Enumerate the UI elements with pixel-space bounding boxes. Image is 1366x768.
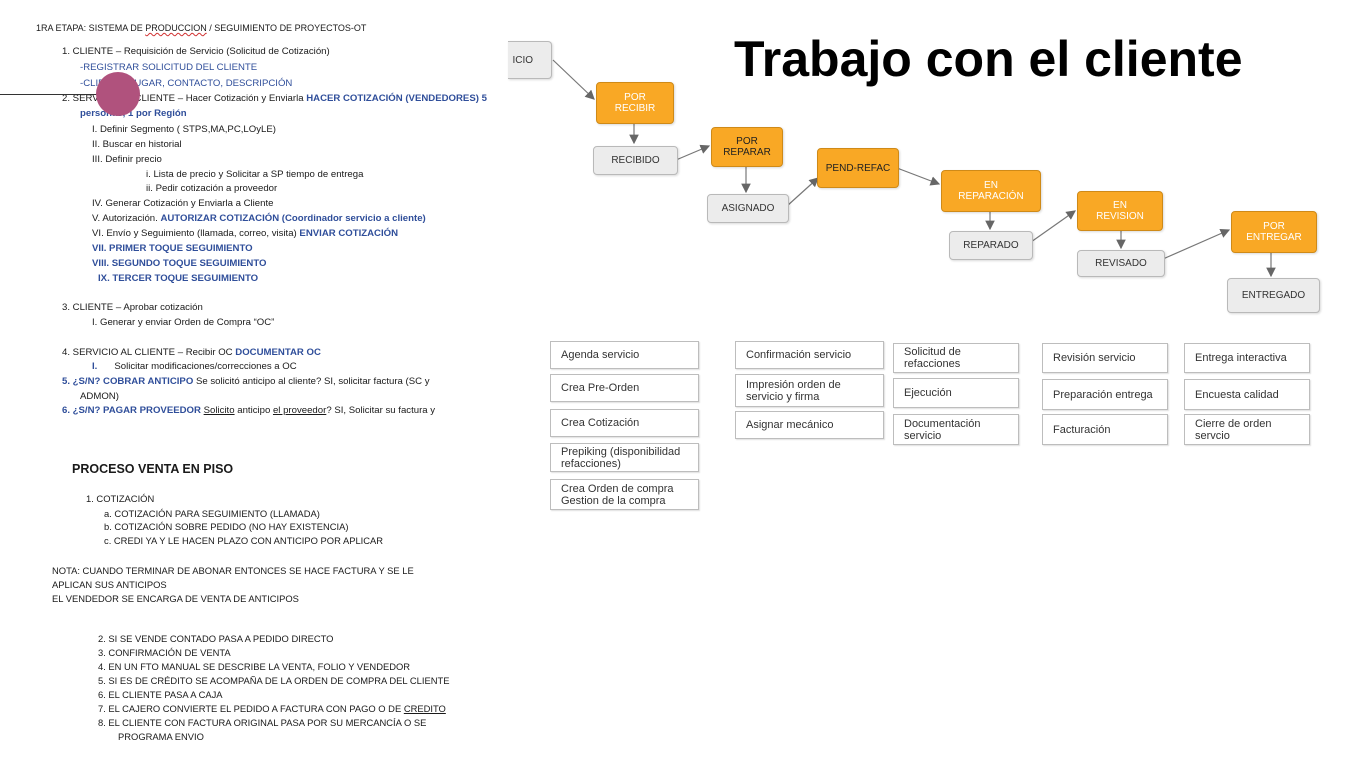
- task-ejecucion: Ejecución: [893, 378, 1019, 408]
- venta-7: 7. EL CAJERO CONVIERTE EL PEDIDO A FACTU…: [98, 703, 446, 715]
- step-6-word1: Solicito: [203, 405, 235, 416]
- nota-line-3: EL VENDEDOR SE ENCARGA DE VENTA DE ANTIC…: [52, 593, 299, 604]
- venta-7-text: 7. EL CAJERO CONVIERTE EL PEDIDO A FACTU…: [98, 703, 404, 714]
- step-2-v-blue: AUTORIZAR COTIZACIÓN (Coordinador servic…: [160, 213, 426, 224]
- task-documentacion-servicio: Documentación servicio: [893, 414, 1019, 445]
- step-2-ix: IX. TERCER TOQUE SEGUIMIENTO: [98, 273, 259, 284]
- step-1b: -CLIENTE, LUGAR, CONTACTO, DESCRIPCIÓN: [80, 78, 293, 89]
- flow-node-por-entregar: POR ENTREGAR: [1231, 211, 1317, 253]
- task-entrega-interactiva: Entrega interactiva: [1184, 343, 1310, 373]
- step-2-iv: IV. Generar Cotización y Enviarla a Clie…: [92, 198, 274, 209]
- task-asignar-mecanico: Asignar mecánico: [735, 411, 884, 439]
- step-3: 3. CLIENTE – Aprobar cotización: [62, 302, 203, 313]
- step-5-text: Se solicitó anticipo al cliente? SI, sol…: [193, 376, 430, 387]
- step-4-i-num: I.: [92, 361, 98, 372]
- task-cierre-orden: Cierre de orden servcio: [1184, 414, 1310, 445]
- step-5-blue: 5. ¿S/N? COBRAR ANTICIPO: [62, 376, 194, 387]
- nota-line-2: APLICAN SUS ANTICIPOS: [52, 579, 167, 590]
- step-2-ii: II. Buscar en historial: [92, 139, 182, 150]
- step-6-mid: anticipo: [234, 405, 273, 416]
- step-1: 1. CLIENTE – Requisición de Servicio (So…: [62, 46, 330, 57]
- step-2-vi-text: VI. Envío y Seguimiento (llamada, correo…: [92, 228, 300, 239]
- step-5b: ADMON): [80, 391, 119, 402]
- step-2-v-text: V. Autorización.: [92, 213, 161, 224]
- step-2-iii: III. Definir precio: [92, 154, 162, 165]
- doc-header: 1RA ETAPA: SISTEMA DE PRODUCCION / SEGUI…: [36, 22, 366, 34]
- step-2-v: V. Autorización. AUTORIZAR COTIZACIÓN (C…: [92, 213, 426, 225]
- task-facturacion: Facturación: [1042, 414, 1168, 445]
- venta-1a: a. COTIZACIÓN PARA SEGUIMIENTO (LLAMADA): [104, 508, 320, 519]
- page-title: Trabajo con el cliente: [734, 31, 1243, 87]
- flow-node-por-reparar: POR REPARAR: [711, 127, 783, 167]
- step-6-text: ? SI, Solicitar su factura y: [326, 405, 436, 416]
- task-impresion-orden: Impresión orden de servicio y firma: [735, 374, 884, 407]
- step-2-vi: VI. Envío y Seguimiento (llamada, correo…: [92, 228, 398, 240]
- flow-node-pend-refac: PEND-REFAC: [817, 148, 899, 188]
- step-2-iii-a: i. Lista de precio y Solicitar a SP tiem…: [146, 169, 364, 180]
- step-4-i-text: Solicitar modificaciones/correcciones a …: [114, 361, 297, 372]
- venta-4: 4. EN UN FTO MANUAL SE DESCRIBE LA VENTA…: [98, 661, 411, 672]
- task-prepiking: Prepiking (disponibilidad refacciones): [550, 443, 699, 472]
- task-agenda-servicio: Agenda servicio: [550, 341, 699, 369]
- step-2-text: 2. SERVICIO AL CLIENTE – Hacer Cotizació…: [62, 93, 307, 104]
- venta-1c: c. CREDI YA Y LE HACEN PLAZO CON ANTICIP…: [104, 535, 384, 546]
- task-solicitud-refacciones: Solicitud de refacciones: [893, 343, 1019, 373]
- venta-5: 5. SI ES DE CRÉDITO SE ACOMPAÑA DE LA OR…: [98, 675, 450, 686]
- flow-node-revisado: REVISADO: [1077, 250, 1165, 277]
- task-revision-servicio: Revisión servicio: [1042, 343, 1168, 373]
- flow-node-entregado: ENTREGADO: [1227, 278, 1320, 313]
- venta-7-word: CREDITO: [403, 703, 446, 714]
- venta-8: 8. EL CLIENTE CON FACTURA ORIGINAL PASA …: [98, 717, 427, 728]
- nota-line-1: NOTA: CUANDO TERMINAR DE ABONAR ENTONCES…: [52, 565, 414, 576]
- venta-3: 3. CONFIRMACIÓN DE VENTA: [98, 647, 231, 658]
- step-2-blue: HACER COTIZACIÓN (VENDEDORES) 5: [306, 93, 487, 104]
- step-2-i: I. Definir Segmento ( STPS,MA,PC,LOyLE): [92, 124, 276, 135]
- header-text-post: / SEGUIMIENTO DE PROYECTOS-OT: [206, 23, 367, 33]
- step-2-iii-b: ii. Pedir cotización a proveedor: [146, 183, 278, 194]
- venta-title: PROCESO VENTA EN PISO: [72, 462, 234, 476]
- header-word: PRODUCCION: [145, 23, 207, 33]
- task-confirmacion-servicio: Confirmación servicio: [735, 341, 884, 369]
- step-5: 5. ¿S/N? COBRAR ANTICIPO Se solicitó ant…: [62, 376, 430, 388]
- pointer-dot: [96, 72, 140, 116]
- header-text: 1RA ETAPA: SISTEMA DE: [36, 23, 146, 33]
- pointer-line: [0, 94, 110, 95]
- venta-1: 1. COTIZACIÓN: [86, 493, 155, 504]
- step-2b: personas, 1 por Región: [80, 108, 187, 119]
- step-4: 4. SERVICIO AL CLIENTE – Recibir OC DOCU…: [62, 347, 321, 359]
- step-6: 6. ¿S/N? PAGAR PROVEEDOR Solicito antici…: [62, 405, 435, 417]
- flow-node-reparado: REPARADO: [949, 231, 1033, 260]
- task-crea-pre-orden: Crea Pre-Orden: [550, 374, 699, 402]
- step-1a: -REGISTRAR SOLICITUD DEL CLIENTE: [80, 62, 258, 73]
- step-2-vi-blue: ENVIAR COTIZACIÓN: [299, 228, 399, 239]
- flow-node-inicio: ICIO: [508, 41, 552, 79]
- task-preparacion-entrega: Preparación entrega: [1042, 379, 1168, 410]
- venta-2: 2. SI SE VENDE CONTADO PASA A PEDIDO DIR…: [98, 633, 334, 644]
- venta-6: 6. EL CLIENTE PASA A CAJA: [98, 689, 223, 700]
- flow-node-en-reparacion: EN REPARACIÓN: [941, 170, 1041, 212]
- step-4-text: 4. SERVICIO AL CLIENTE – Recibir OC: [62, 347, 236, 358]
- task-encuesta-calidad: Encuesta calidad: [1184, 379, 1310, 410]
- flow-node-recibido: RECIBIDO: [593, 146, 678, 175]
- flow-node-asignado: ASIGNADO: [707, 194, 789, 223]
- flow-node-por-recibir: POR RECIBIR: [596, 82, 674, 124]
- step-2-viii: VIII. SEGUNDO TOQUE SEGUIMIENTO: [92, 258, 267, 269]
- step-4-i: I. Solicitar modificaciones/correcciones …: [92, 361, 297, 373]
- step-2-vii: VII. PRIMER TOQUE SEGUIMIENTO: [92, 243, 253, 254]
- step-3-i: I. Generar y enviar Orden de Compra “OC”: [92, 317, 275, 328]
- step-4-blue: DOCUMENTAR OC: [235, 347, 321, 358]
- step-6-blue: 6. ¿S/N? PAGAR PROVEEDOR: [62, 405, 204, 416]
- step-6-word2: el proveedor: [272, 405, 327, 416]
- task-crea-cotizacion: Crea Cotización: [550, 409, 699, 437]
- document-panel: 1RA ETAPA: SISTEMA DE PRODUCCION / SEGUI…: [0, 0, 510, 768]
- venta-8b: PROGRAMA ENVIO: [118, 731, 204, 742]
- venta-1b: b. COTIZACIÓN SOBRE PEDIDO (NO HAY EXIST…: [104, 521, 349, 532]
- step-2: 2. SERVICIO AL CLIENTE – Hacer Cotizació…: [62, 93, 487, 105]
- flow-node-en-revision: EN REVISION: [1077, 191, 1163, 231]
- task-crea-orden-compra: Crea Orden de compra Gestion de la compr…: [550, 479, 699, 510]
